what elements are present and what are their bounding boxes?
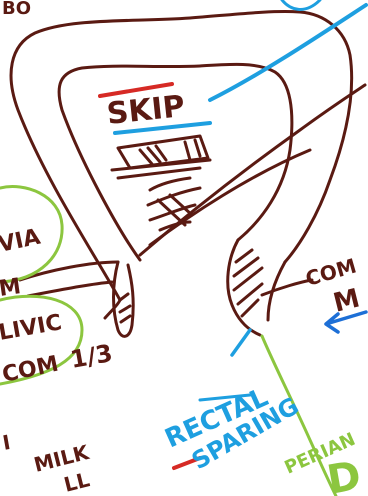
haustra-hatch-2 [148, 188, 200, 205]
ileum-line-2 [28, 282, 112, 296]
left-m-label: M [0, 274, 23, 302]
haustra-hatch-1 [150, 178, 190, 190]
left-bottom-1: I [1, 430, 13, 455]
pointer-line-com-right [262, 280, 312, 295]
left-ulvic-label: LIVIC [0, 310, 64, 346]
big-d-label: D [324, 453, 365, 496]
blue-diagonal-top-right [210, 5, 366, 100]
right-m-label: M [330, 283, 362, 318]
blue-curve-top [282, 0, 320, 9]
left-ratio-label: 1/3 [68, 339, 114, 374]
colon-outer-line [11, 12, 352, 300]
blue-rectum-line [232, 330, 250, 355]
left-com-label: COM [0, 352, 61, 388]
top-left-fragment: BO [2, 0, 31, 19]
rectum-hatching [234, 250, 262, 316]
left-bottom-3: LL [61, 467, 92, 496]
left-via-label: VIA [0, 225, 43, 258]
appendix-stripe [120, 294, 130, 322]
